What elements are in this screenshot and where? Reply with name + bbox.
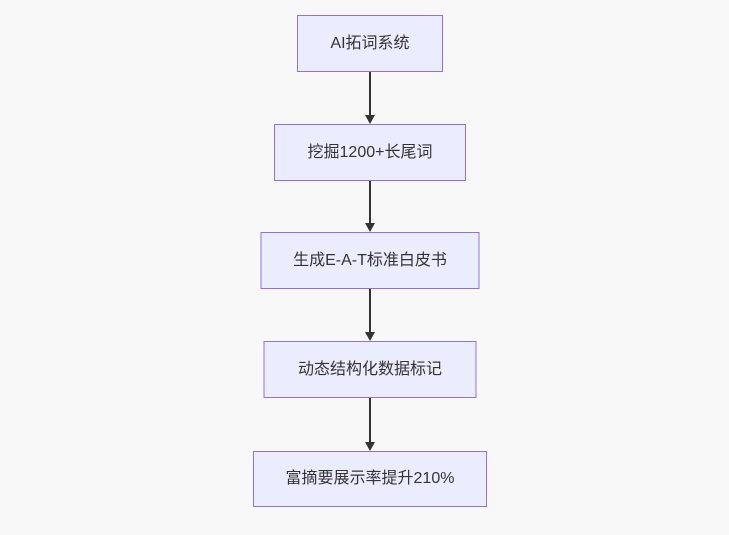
- flow-node-longtail-mining: 挖掘1200+长尾词: [274, 124, 466, 181]
- flow-node-rich-snippet-result: 富摘要展示率提升210%: [253, 451, 487, 507]
- arrow-down-icon: [364, 332, 375, 341]
- flow-node-eat-whitepaper: 生成E-A-T标准白皮书: [260, 232, 480, 289]
- arrow-line: [369, 181, 371, 223]
- arrow-down-icon: [364, 442, 375, 451]
- arrow-line: [369, 289, 371, 332]
- arrow-down-icon: [364, 115, 375, 124]
- flow-node-structured-data-markup: 动态结构化数据标记: [263, 341, 477, 398]
- arrow-line: [369, 398, 371, 442]
- arrow-line: [369, 72, 371, 115]
- arrow-down-icon: [364, 223, 375, 232]
- flow-node-ai-expansion-system: AI拓词系统: [297, 15, 443, 72]
